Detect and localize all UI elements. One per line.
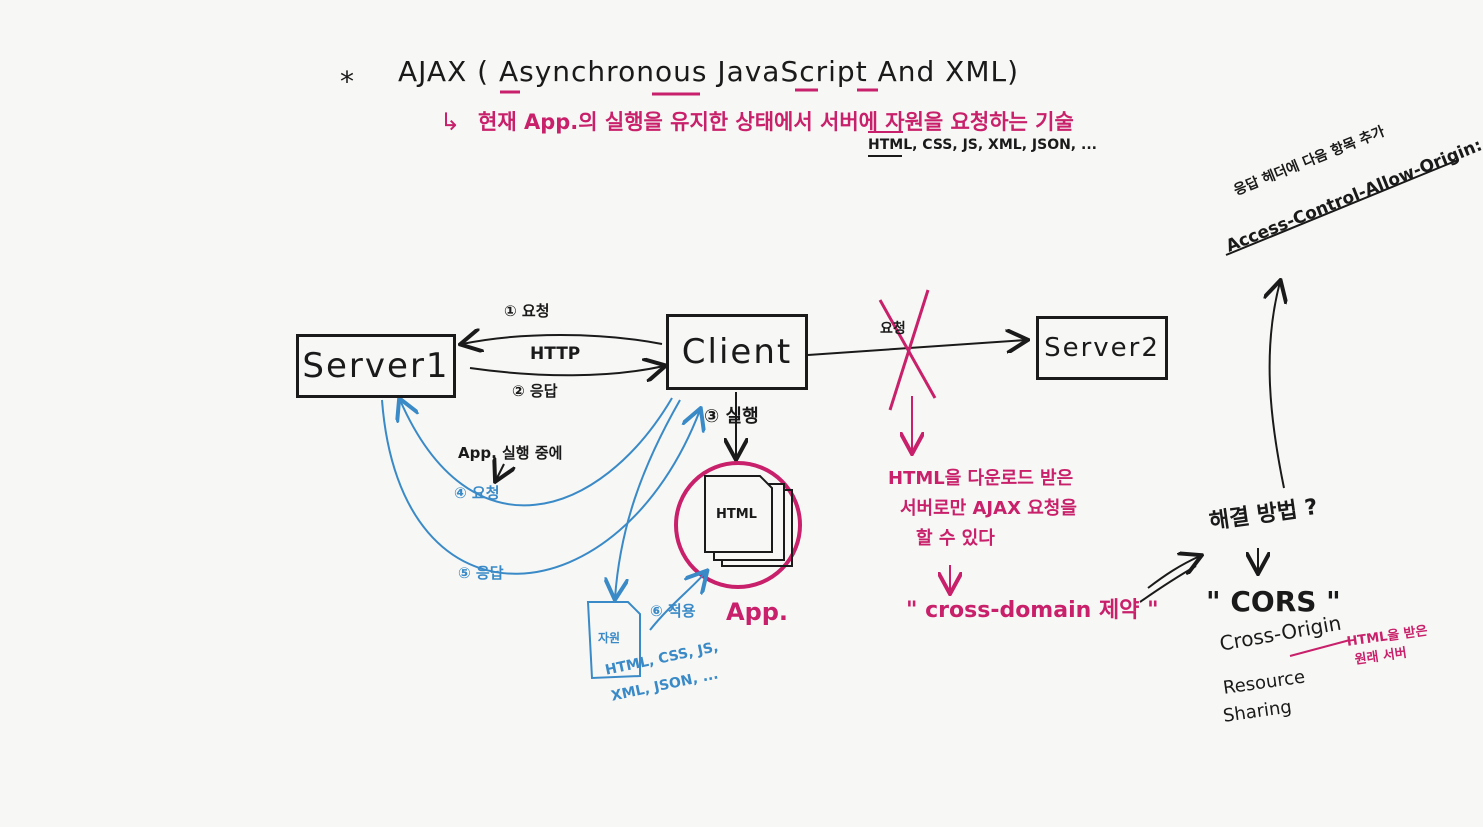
cross-domain-restriction: " cross-domain 제약 " xyxy=(906,598,1159,623)
html-doc xyxy=(704,475,773,553)
blocked-request-label: 요청 xyxy=(880,321,906,337)
arrow-apply xyxy=(649,572,706,631)
server2-label: Server2 xyxy=(1044,333,1160,363)
arrow-response5 xyxy=(381,399,700,575)
arrow-to-resource xyxy=(615,399,681,598)
arrow-blocked xyxy=(807,340,1026,356)
definition-text: 현재 App.의 실행을 유지한 상태에서 서버에 자원을 요청하는 기술 xyxy=(478,110,1074,134)
cross-note-line2: 서버로만 AJAX 요청을 xyxy=(900,498,1077,519)
cross-note-line1: HTML을 다운로드 받은 xyxy=(888,468,1074,489)
client-label: Client xyxy=(681,332,793,372)
resource-doc xyxy=(586,601,641,680)
page-title: AJAX ( Asynchronous JavaScript And XML) xyxy=(398,55,1020,88)
http-label: HTTP xyxy=(530,344,581,364)
arrow-to-header xyxy=(1270,282,1284,489)
apply6-label: ⑥ 적용 xyxy=(650,602,696,620)
client-box: Client xyxy=(666,314,808,390)
response-label: ② 응답 xyxy=(512,382,558,400)
app-label: App. xyxy=(726,598,789,626)
request4-label: ④ 요청 xyxy=(454,484,500,502)
origin-underline xyxy=(1289,639,1351,657)
cross-mark-1 xyxy=(878,299,937,399)
arrow-solution-1 xyxy=(1147,556,1200,589)
resource-doc-label: 자원 xyxy=(598,631,621,645)
during-app-label: App. 실행 중에 xyxy=(458,444,563,462)
arrow-request4 xyxy=(400,398,673,507)
server1-label: Server1 xyxy=(302,346,450,386)
html-doc-label: HTML xyxy=(716,507,757,522)
arrow-solution-2 xyxy=(1139,565,1197,603)
cors-label: " CORS " xyxy=(1206,585,1341,618)
server1-box: Server1 xyxy=(296,334,456,398)
execute-label: ③ 실행 xyxy=(704,406,759,427)
title-asterisk: * xyxy=(340,65,354,98)
definition-resources: HTML, CSS, JS, XML, JSON, ... xyxy=(868,137,1097,153)
cross-note-line3: 할 수 있다 xyxy=(916,528,995,549)
server2-box: Server2 xyxy=(1036,316,1168,380)
arrow-request xyxy=(462,335,663,344)
arrow-small xyxy=(496,464,504,480)
request-label: ① 요청 xyxy=(504,302,550,320)
cross-mark-2 xyxy=(888,289,930,411)
app-circle xyxy=(674,461,802,589)
definition-arrow: ↳ xyxy=(440,108,461,136)
header-underline xyxy=(1225,159,1459,256)
arrow-response xyxy=(469,366,664,375)
response5-label: ⑤ 응답 xyxy=(458,564,504,582)
